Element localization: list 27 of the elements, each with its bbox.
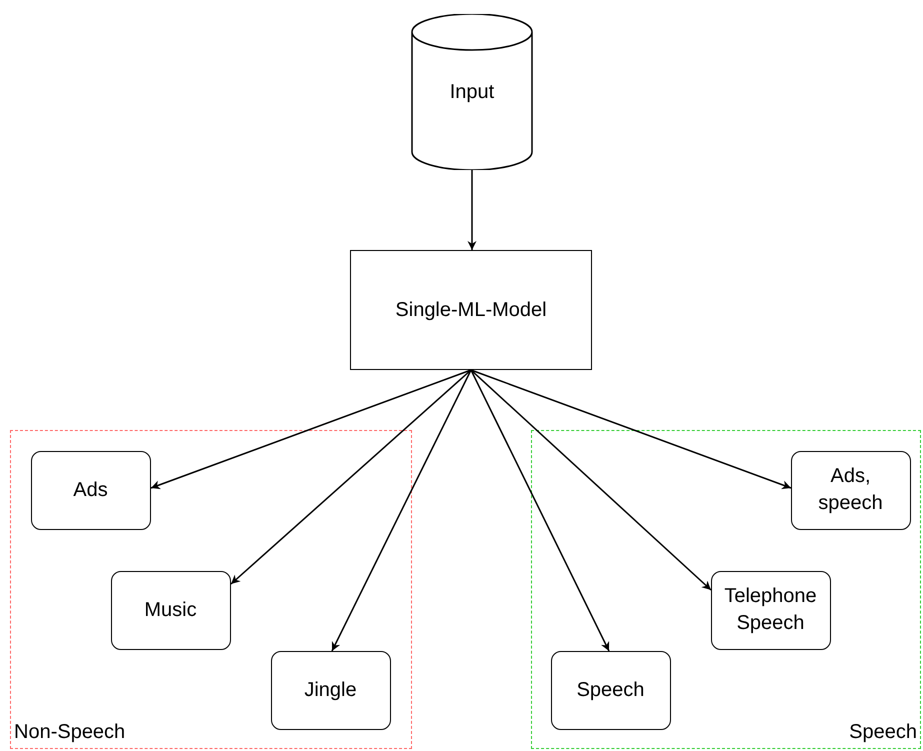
category-box: [270, 650, 390, 730]
node-label: Ads, speech: [817, 464, 884, 516]
arrow: [468, 170, 476, 250]
node-label: Ads: [72, 478, 109, 502]
process-box: [350, 250, 592, 370]
arrow: [470, 369, 792, 490]
node-label: Speech: [576, 678, 646, 702]
category-box: [110, 570, 230, 650]
arrow: [150, 369, 472, 490]
category-box: [790, 450, 910, 530]
node-label: Input: [448, 80, 496, 104]
database-cylinder: [411, 14, 533, 170]
node-label: Telephone Speech: [723, 584, 818, 636]
group-frame: [531, 430, 921, 749]
node-label: Single-ML-Model: [394, 298, 548, 322]
arrow: [331, 370, 472, 652]
group-label: Non-Speech: [14, 721, 126, 744]
arrow: [230, 369, 472, 585]
group-label: Speech: [849, 721, 917, 744]
arrow: [470, 370, 610, 652]
category-box: [550, 650, 670, 730]
category-box: [710, 570, 830, 650]
category-box: [30, 450, 150, 530]
group-frame: [10, 430, 412, 749]
node-label: Jingle: [303, 678, 358, 702]
arrow: [470, 369, 712, 591]
node-label: Music: [143, 598, 198, 622]
